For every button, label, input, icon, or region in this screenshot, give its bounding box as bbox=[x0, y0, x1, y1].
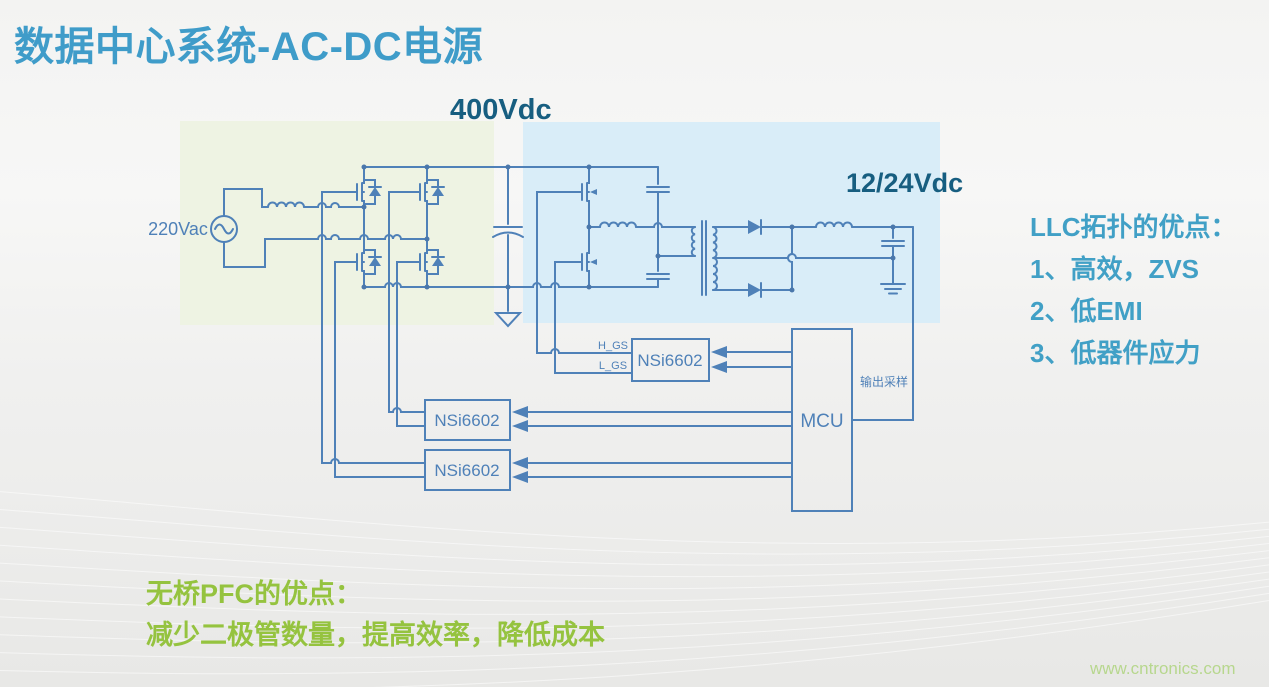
output-voltage-label: 12/24Vdc bbox=[846, 168, 964, 198]
pfc-region bbox=[180, 121, 494, 325]
l-gs-label: L_GS bbox=[599, 360, 627, 372]
llc-advantages: LLC拓扑的优点： 1、高效，ZVS 2、低EMI 3、低器件应力 bbox=[1030, 206, 1237, 374]
mcu-block: MCU bbox=[791, 328, 853, 512]
gate-driver-pfc-1: NSi6602 bbox=[424, 399, 793, 441]
pfc-advantages-heading: 无桥PFC的优点： bbox=[146, 579, 362, 609]
pfc-bridge bbox=[321, 166, 659, 478]
pfc-inductor bbox=[267, 201, 365, 208]
sense-line: 输出采样 bbox=[851, 226, 914, 421]
gate-driver-llc: NSi6602 H_GS L_GS bbox=[598, 338, 793, 382]
earth-ground-symbol bbox=[880, 283, 906, 295]
llc-advantage-item: 1、高效，ZVS bbox=[1030, 254, 1200, 284]
output-sense-label: 输出采样 bbox=[860, 374, 908, 389]
ac-source: 220Vac bbox=[148, 188, 428, 268]
llc-advantage-item: 2、低EMI bbox=[1030, 296, 1143, 326]
svg-text:NSi6602: NSi6602 bbox=[434, 461, 499, 480]
svg-text:MCU: MCU bbox=[800, 411, 843, 432]
page-title: 数据中心系统-AC-DC电源 bbox=[14, 25, 484, 69]
rectifier-diodes bbox=[712, 219, 894, 298]
gate-driver-pfc-2: NSi6602 bbox=[424, 449, 793, 491]
llc-region bbox=[523, 122, 940, 323]
bus-voltage-label: 400Vdc bbox=[450, 94, 552, 126]
llc-advantages-heading: LLC拓扑的优点： bbox=[1030, 212, 1237, 242]
svg-text:NSi6602: NSi6602 bbox=[637, 351, 702, 370]
output-filter bbox=[791, 221, 914, 295]
watermark: www.cntronics.com bbox=[1090, 659, 1236, 678]
svg-text:NSi6602: NSi6602 bbox=[434, 411, 499, 430]
ground-symbol bbox=[493, 312, 523, 328]
bus-capacitor bbox=[492, 166, 524, 328]
pfc-advantages: 无桥PFC的优点： 减少二极管数量，提高效率，降低成本 bbox=[146, 574, 605, 656]
llc-advantage-item: 3、低器件应力 bbox=[1030, 338, 1201, 368]
input-voltage-label: 220Vac bbox=[148, 219, 208, 239]
h-gs-label: H_GS bbox=[598, 340, 628, 352]
junction-dots bbox=[361, 164, 896, 293]
pfc-advantages-detail: 减少二极管数量，提高效率，降低成本 bbox=[146, 620, 605, 650]
